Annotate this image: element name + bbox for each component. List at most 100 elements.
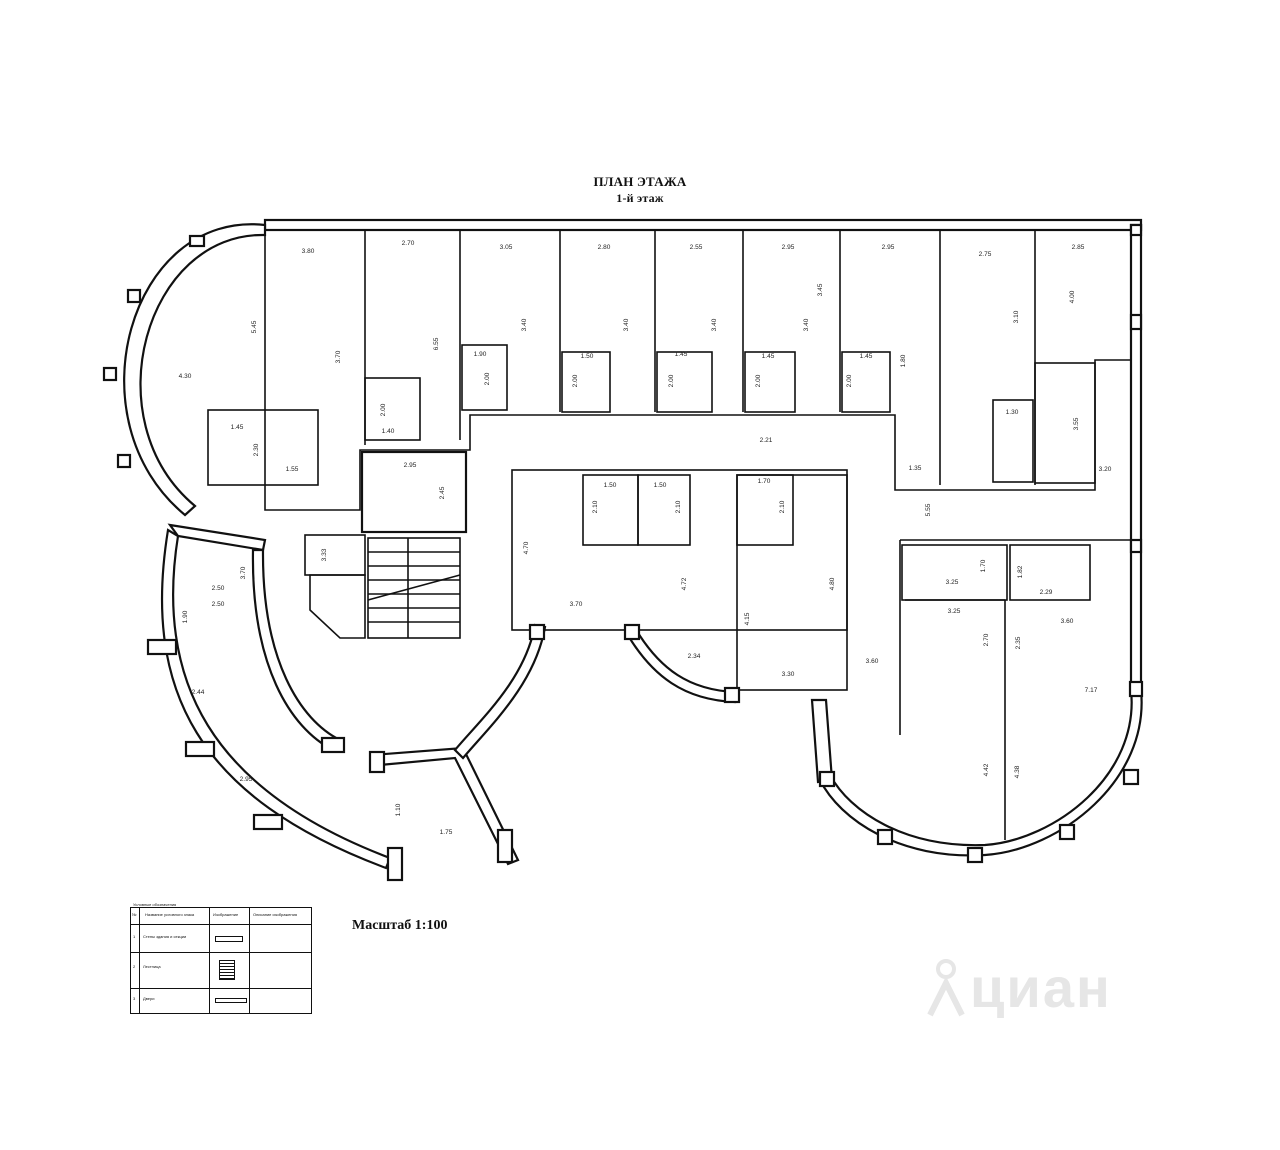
dimension-label: 4.72 (681, 577, 688, 590)
dimension-label: 2.50 (212, 601, 225, 608)
dimension-label: 2.10 (779, 500, 786, 513)
dimension-label: 1.82 (1017, 565, 1024, 578)
dimension-label: 2.45 (439, 486, 446, 499)
dimension-label: 2.95 (404, 462, 417, 469)
dimension-label: 1.50 (581, 353, 594, 360)
dimension-label: 2.00 (380, 403, 387, 416)
dimension-label: 3.70 (570, 601, 583, 608)
dimension-label: 2.95 (782, 244, 795, 251)
dimension-label: 2.70 (402, 240, 415, 247)
dimension-label: 4.00 (1069, 290, 1076, 303)
scale-label: Масштаб 1:100 (352, 918, 448, 933)
dimension-label: 2.55 (690, 244, 703, 251)
dimension-label: 2.00 (755, 374, 762, 387)
staircase (309, 537, 461, 639)
legend-row-num: 1 (133, 934, 136, 939)
dimension-label: 3.25 (948, 608, 961, 615)
legend-row: 2 Лестница (131, 952, 311, 989)
dimension-label: 1.80 (900, 354, 907, 367)
dimension-label: 2.00 (484, 372, 491, 385)
dimension-label: 3.40 (623, 318, 630, 331)
dimension-label: 3.45 (817, 283, 824, 296)
dimension-label: 2.21 (760, 437, 773, 444)
dimension-label: 4.70 (523, 541, 530, 554)
dimension-label: 2.70 (983, 633, 990, 646)
legend-row-name: Двери (143, 996, 155, 1001)
legend-header-name: Название условного знака (145, 912, 195, 917)
legend-row-num: 3 (133, 996, 136, 1001)
legend-row: 3 Двери (131, 988, 311, 1014)
dimension-label: 2.10 (592, 500, 599, 513)
stair-symbol-icon (219, 960, 235, 980)
dimension-label: 3.05 (500, 244, 513, 251)
dimension-label: 1.50 (604, 482, 617, 489)
dimension-label: 4.42 (983, 763, 990, 776)
dimension-label: 1.45 (762, 353, 775, 360)
watermark-logo: циан (926, 955, 1136, 1025)
dimension-label: 2.75 (979, 251, 992, 258)
dimension-label: 2.29 (1040, 589, 1053, 596)
dimension-label: 1.70 (980, 559, 987, 572)
dimension-label: 3.40 (711, 318, 718, 331)
dimension-label: 2.95 (240, 776, 253, 783)
dimension-label: 1.30 (1006, 409, 1019, 416)
watermark-text: циан (970, 956, 1112, 1019)
window-blocks (102, 223, 1144, 882)
dimension-label: 2.44 (192, 689, 205, 696)
dimension-label: 4.38 (1014, 765, 1021, 778)
legend-table: Условные обозначения № Название условног… (130, 902, 312, 1014)
dimension-label: 4.30 (179, 373, 192, 380)
wall-symbol-icon (215, 936, 243, 942)
dimension-label: 1.35 (909, 465, 922, 472)
plan-title: ПЛАН ЭТАЖА (593, 174, 687, 189)
dimension-label: 2.10 (675, 500, 682, 513)
dimension-label: 1.10 (395, 803, 402, 816)
dimension-label: 3.40 (803, 318, 810, 331)
legend-caption: Условные обозначения (133, 902, 177, 907)
dimension-label: 1.90 (182, 610, 189, 623)
dimension-label: 2.35 (1015, 636, 1022, 649)
dimension-label: 2.80 (598, 244, 611, 251)
dimension-label: 1.55 (286, 466, 299, 473)
dimension-label: 3.55 (1073, 417, 1080, 430)
legend-row-name: Лестница (143, 964, 161, 969)
dimension-label: 3.60 (866, 658, 879, 665)
legend-header-desc: Описание изображения (253, 912, 298, 917)
dimension-label: 2.95 (882, 244, 895, 251)
dimension-label: 2.30 (253, 443, 260, 456)
legend-header: № Название условного знака Изображение О… (131, 908, 311, 925)
legend-row-num: 2 (133, 964, 136, 969)
dimension-label: 1.40 (382, 428, 395, 435)
dimension-label: 2.00 (572, 374, 579, 387)
dimension-label: 3.33 (321, 548, 328, 561)
dimension-label: 4.80 (829, 577, 836, 590)
dimension-label: 3.10 (1013, 310, 1020, 323)
dimension-label: 2.50 (212, 585, 225, 592)
plan-subtitle: 1-й этаж (616, 191, 664, 205)
dimension-label: 1.50 (654, 482, 667, 489)
dimension-label: 1.45 (231, 424, 244, 431)
dimension-label: 1.75 (440, 829, 453, 836)
dimension-label: 2.85 (1072, 244, 1085, 251)
legend-row-name: Стены здания и секции (143, 934, 187, 939)
dimension-label: 2.00 (668, 374, 675, 387)
legend-row: 1 Стены здания и секции (131, 924, 311, 953)
room-partitions (207, 230, 1096, 840)
dimension-label: 1.70 (758, 478, 771, 485)
dimension-label: 5.45 (251, 320, 258, 333)
dimension-label: 3.20 (1099, 466, 1112, 473)
cian-logo-icon (927, 959, 965, 1017)
dimension-label: 2.00 (846, 374, 853, 387)
dimension-label: 4.15 (744, 612, 751, 625)
dimension-label: 6.55 (433, 337, 440, 350)
dimension-label: 1.90 (474, 351, 487, 358)
dimension-label: 3.40 (521, 318, 528, 331)
dimension-label: 3.70 (240, 566, 247, 579)
dimension-label: 3.70 (335, 350, 342, 363)
dimension-label: 1.45 (860, 353, 873, 360)
legend-header-num: № (132, 912, 137, 917)
dimension-label: 3.25 (946, 579, 959, 586)
legend-header-image: Изображение (213, 912, 239, 917)
